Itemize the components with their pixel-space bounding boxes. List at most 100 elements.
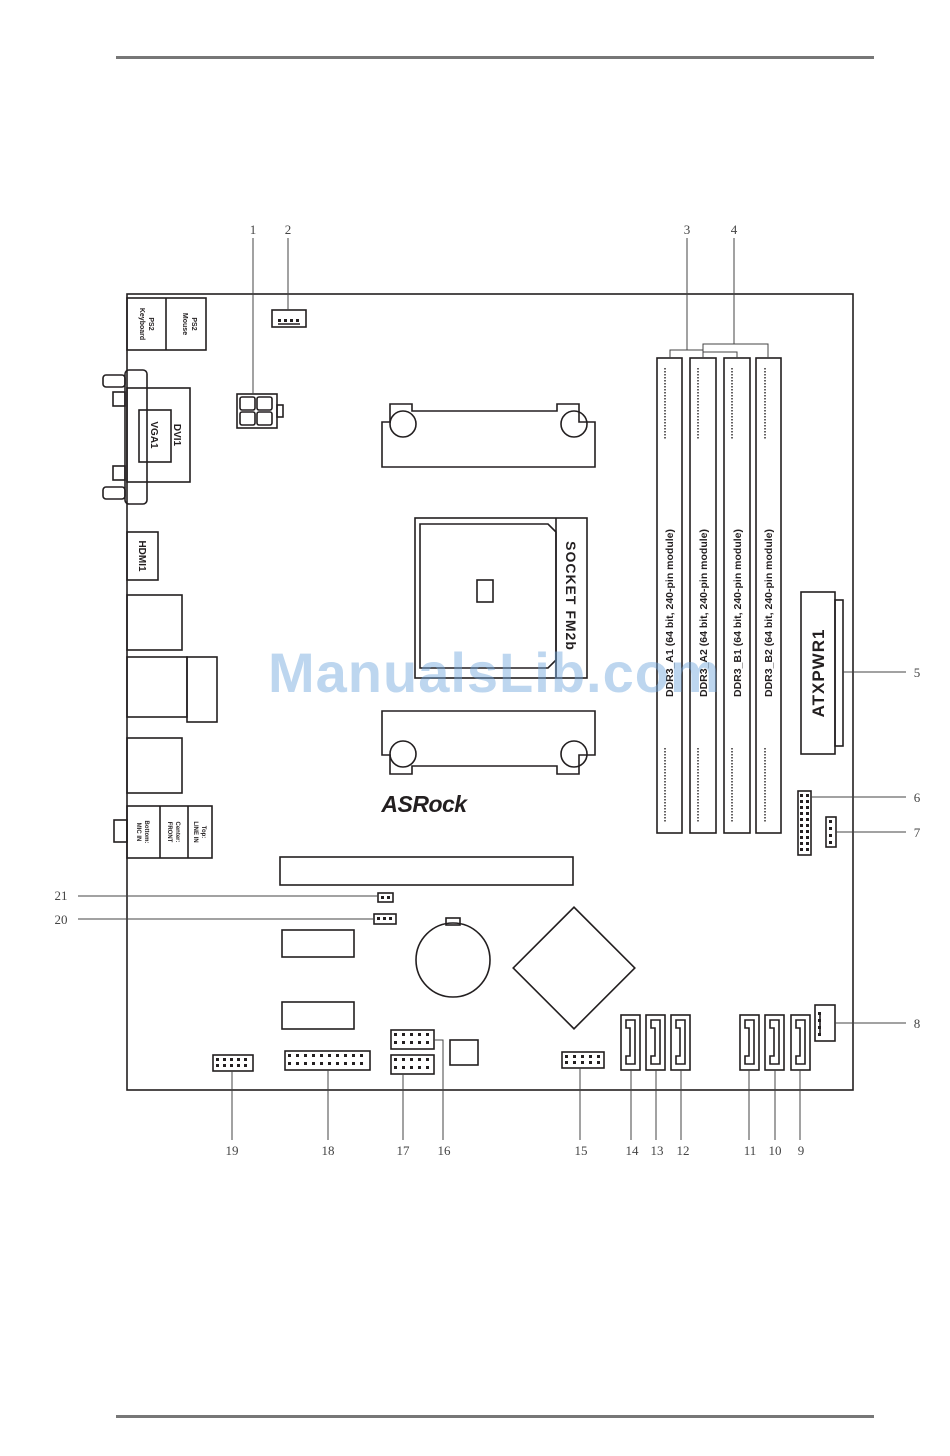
usb-port-stack-2 bbox=[126, 737, 183, 794]
hdmi-port bbox=[126, 531, 159, 581]
audio-bottom-label-2: MIC IN bbox=[135, 823, 141, 842]
pin bbox=[806, 842, 809, 845]
ps2-mouse-label-1: PS2 bbox=[190, 317, 197, 330]
callout-20: 20 bbox=[55, 912, 68, 927]
dimm-notch-lines bbox=[664, 368, 766, 822]
pin bbox=[418, 1066, 421, 1069]
callout-5: 5 bbox=[914, 665, 921, 680]
pin bbox=[312, 1054, 315, 1057]
pin bbox=[806, 806, 809, 809]
callout-9: 9 bbox=[798, 1143, 805, 1158]
pin bbox=[806, 848, 809, 851]
pin bbox=[244, 1058, 247, 1061]
ps2-mouse-label-2: Mouse bbox=[181, 313, 188, 335]
pin bbox=[344, 1062, 347, 1065]
pin bbox=[244, 1064, 247, 1067]
callout-18: 18 bbox=[322, 1143, 335, 1158]
dimm-label-a2: DDR3_A2 (64 bit, 240-pin module) bbox=[698, 529, 710, 697]
pin bbox=[800, 830, 803, 833]
dimm-label-b2: DDR3_B2 (64 bit, 240-pin module) bbox=[763, 529, 775, 697]
callout-8: 8 bbox=[914, 1016, 921, 1031]
callout-17: 17 bbox=[397, 1143, 411, 1158]
callout-2: 2 bbox=[285, 222, 292, 237]
sata-connectors bbox=[620, 1014, 811, 1071]
pin bbox=[360, 1062, 363, 1065]
callout-13: 13 bbox=[651, 1143, 664, 1158]
pin bbox=[800, 794, 803, 797]
audio-center-label-1: Center: bbox=[174, 821, 180, 842]
pin bbox=[829, 834, 832, 837]
pin bbox=[352, 1062, 355, 1065]
pin bbox=[278, 319, 281, 322]
socket-label: SOCKET FM2b bbox=[563, 541, 579, 651]
hdmi-label: HDMI1 bbox=[136, 540, 147, 572]
pin bbox=[402, 1066, 405, 1069]
pin bbox=[290, 319, 293, 322]
callout-14: 14 bbox=[626, 1143, 640, 1158]
callout-7: 7 bbox=[914, 825, 921, 840]
jumper-21 bbox=[377, 892, 394, 903]
pin bbox=[230, 1064, 233, 1067]
pin bbox=[565, 1061, 568, 1064]
usb-header-16 bbox=[390, 1029, 435, 1050]
pin bbox=[426, 1033, 429, 1036]
pin bbox=[418, 1033, 421, 1036]
callout-4: 4 bbox=[731, 222, 738, 237]
asrock-logo: ASRock bbox=[380, 791, 468, 817]
pin bbox=[288, 1062, 291, 1065]
pin bbox=[418, 1058, 421, 1061]
pin bbox=[589, 1055, 592, 1058]
pin bbox=[829, 841, 832, 844]
header-pins bbox=[216, 319, 832, 1069]
pin bbox=[818, 1026, 821, 1029]
dvi-label: DVI1 bbox=[171, 424, 182, 447]
retention-bracket-bottom bbox=[381, 710, 596, 775]
callout-21: 21 bbox=[55, 888, 68, 903]
pin bbox=[381, 896, 384, 899]
pin bbox=[806, 818, 809, 821]
pin bbox=[387, 896, 390, 899]
pcie-x16-slot bbox=[279, 856, 574, 886]
audio-jacks bbox=[113, 805, 213, 859]
pin bbox=[806, 794, 809, 797]
pin bbox=[800, 842, 803, 845]
audio-bottom-label-1: Bottom: bbox=[143, 821, 149, 844]
vga-label: VGA1 bbox=[148, 421, 159, 449]
pin bbox=[818, 1019, 821, 1022]
pin bbox=[410, 1066, 413, 1069]
pin bbox=[800, 806, 803, 809]
pin bbox=[410, 1058, 413, 1061]
pin bbox=[426, 1041, 429, 1044]
pin bbox=[800, 818, 803, 821]
pin bbox=[223, 1058, 226, 1061]
pcie-x1-slot-2 bbox=[281, 1001, 355, 1030]
cpu-fan-connector bbox=[271, 309, 307, 328]
pin bbox=[216, 1064, 219, 1067]
pin bbox=[410, 1033, 413, 1036]
pin bbox=[402, 1033, 405, 1036]
pin bbox=[237, 1064, 240, 1067]
pin bbox=[806, 836, 809, 839]
pin bbox=[336, 1054, 339, 1057]
serial-header bbox=[212, 1054, 254, 1072]
pin bbox=[394, 1066, 397, 1069]
pin bbox=[402, 1041, 405, 1044]
pin bbox=[389, 917, 392, 920]
watermark: ManualsLib.com bbox=[268, 641, 721, 704]
dvi-vga-connector bbox=[102, 369, 191, 505]
pin bbox=[216, 1058, 219, 1061]
bottom-rule bbox=[116, 1415, 874, 1418]
cpu-socket bbox=[414, 517, 588, 679]
lan-port bbox=[186, 656, 218, 723]
pin bbox=[800, 848, 803, 851]
atx-power-label: ATXPWR1 bbox=[809, 629, 828, 718]
pin bbox=[806, 812, 809, 815]
pin bbox=[237, 1058, 240, 1061]
callout-12: 12 bbox=[677, 1143, 690, 1158]
pin bbox=[581, 1055, 584, 1058]
dimm-label-a1: DDR3_A1 (64 bit, 240-pin module) bbox=[664, 529, 676, 697]
retention-bracket-top bbox=[381, 403, 596, 468]
pin bbox=[800, 800, 803, 803]
pin bbox=[328, 1062, 331, 1065]
